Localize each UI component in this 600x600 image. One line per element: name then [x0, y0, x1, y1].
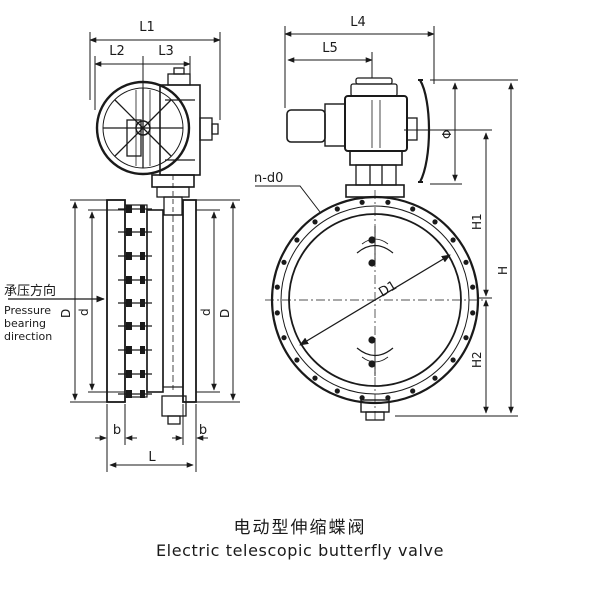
- dim-lines-left: [70, 199, 125, 403]
- bolt-hole: [410, 206, 416, 212]
- bottom-boss: [360, 399, 390, 421]
- bolt-hole: [470, 310, 476, 316]
- bolt-hole: [470, 284, 476, 290]
- bolt-hole: [274, 284, 280, 290]
- label-H: H: [496, 266, 510, 275]
- bolt-hole: [463, 335, 469, 341]
- label-H2: H2: [470, 351, 484, 368]
- label-b-left: b: [113, 423, 121, 438]
- label-phi: Φ: [440, 130, 454, 139]
- pressure-note-en-2: bearing: [4, 317, 46, 330]
- label-L5: L5: [322, 41, 338, 56]
- label-d-left: d: [77, 308, 91, 316]
- bolt-hole: [334, 206, 340, 212]
- caption-chinese: 电动型伸缩蝶阀: [233, 518, 367, 538]
- bolt-hole: [274, 310, 280, 316]
- label-b-right: b: [199, 423, 207, 438]
- bolt-hole: [281, 259, 287, 265]
- label-n-d0: n-d0: [254, 171, 283, 186]
- bolt-hole: [334, 388, 340, 394]
- valve-neck: [151, 174, 195, 216]
- bolt-hole: [312, 219, 318, 225]
- bolt-hole: [312, 375, 318, 381]
- label-L4: L4: [350, 15, 366, 30]
- gearbox-housing: [126, 67, 219, 176]
- bolt-hole: [450, 237, 456, 243]
- dim-lines-bottom-left: [95, 404, 208, 472]
- dim-lines-top-left: [89, 32, 221, 120]
- side-view: [8, 32, 240, 472]
- bolt-hole: [432, 375, 438, 381]
- pressure-note-en-1: Pressure: [4, 304, 51, 317]
- electric-actuator: [286, 77, 431, 198]
- bolt-hole: [281, 335, 287, 341]
- label-L3: L3: [158, 44, 174, 59]
- bolt-hole: [294, 237, 300, 243]
- pressure-note-zh: 承压方向: [4, 283, 56, 299]
- label-L2: L2: [109, 44, 125, 59]
- label-H1: H1: [470, 213, 484, 230]
- n-d0-leader: [255, 185, 321, 213]
- front-view: [255, 26, 518, 421]
- flange-bolt-holes: [274, 199, 476, 401]
- bolt-hole: [385, 395, 391, 401]
- valve-body-side: [106, 199, 197, 425]
- pressure-note-en-3: direction: [4, 330, 52, 343]
- tie-rods: [118, 205, 152, 398]
- pressure-direction-note: 承压方向 Pressure bearing direction: [4, 283, 56, 343]
- dim-lines-right: [395, 79, 518, 417]
- d1-diameter-line: [299, 254, 451, 346]
- bolt-hole: [432, 219, 438, 225]
- dimension-labels: L1 L2 L3 L4 L5 D d d D b b L n-d0 D1 Φ H…: [59, 15, 510, 465]
- bolt-hole: [463, 259, 469, 265]
- bolt-hole: [359, 395, 365, 401]
- dim-lines-right-side: [196, 199, 240, 403]
- label-L1: L1: [139, 20, 155, 35]
- valve-technical-drawing: L1 L2 L3 L4 L5 D d d D b b L n-d0 D1 Φ H…: [4, 15, 518, 472]
- label-d-right: d: [199, 308, 213, 316]
- caption-english: Electric telescopic butterfly valve: [155, 541, 445, 560]
- bolt-hole: [294, 357, 300, 363]
- bolt-hole: [450, 357, 456, 363]
- bolt-hole: [359, 199, 365, 205]
- label-D-left: D: [59, 309, 73, 318]
- label-L: L: [148, 450, 156, 465]
- flange-ring: [265, 190, 485, 420]
- dim-lines-top-right: [284, 26, 435, 108]
- label-D-right: D: [218, 309, 232, 318]
- bolt-hole: [385, 199, 391, 205]
- bolt-hole: [410, 388, 416, 394]
